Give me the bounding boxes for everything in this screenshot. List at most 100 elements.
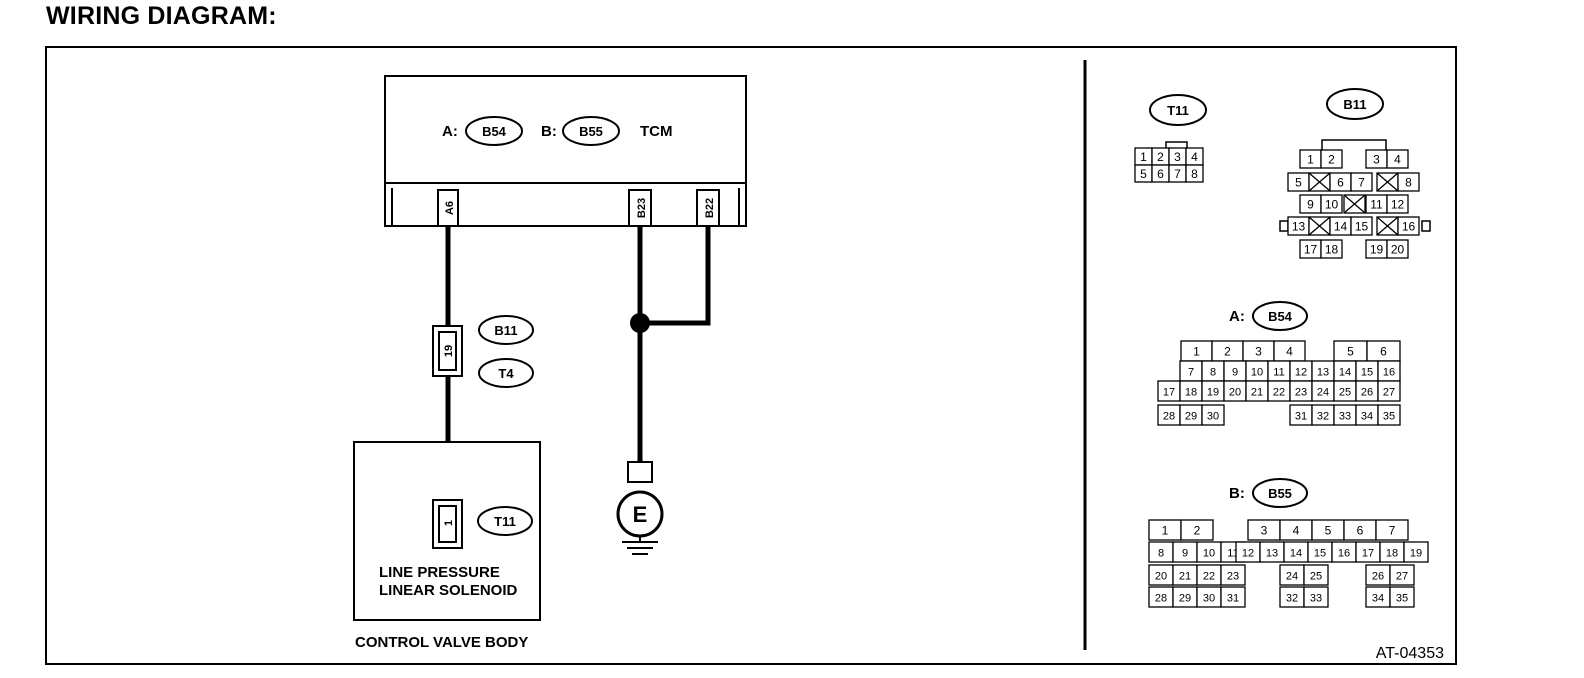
pinout-b55-pin-label: 19 [1410, 548, 1422, 560]
pinout-b55-pin-label: 28 [1155, 593, 1167, 605]
pinout-t11-pin-label: 4 [1191, 150, 1198, 164]
pinout-b11-pin-label: 7 [1358, 176, 1365, 190]
pinout-t11-label: T11 [1167, 103, 1189, 118]
pinout-t11-pin-label: 6 [1157, 167, 1164, 181]
pinout-b55-pin-label: 12 [1242, 548, 1254, 560]
connector-b11-t4-inline: 19 B11 T4 [432, 315, 534, 388]
pinout-b55-pin-label: 4 [1293, 524, 1300, 538]
pinout-b54-pin-label: 22 [1273, 387, 1285, 399]
pinout-b11-cell [1397, 216, 1420, 236]
pinout-b55-pin-label: 26 [1372, 571, 1384, 583]
pinout-b55-pin-label: 31 [1227, 593, 1239, 605]
pinout-b55-cell [1389, 564, 1415, 586]
tcm-prefix-a: A: [442, 123, 458, 140]
pinout-b55-cell [1220, 586, 1246, 608]
pinout-b11-pin-label: 14 [1334, 220, 1348, 234]
connector-b11-badge [478, 315, 534, 345]
pinout-b54-pin-label: 24 [1317, 387, 1329, 399]
pin-b22-label: B22 [704, 198, 716, 218]
pinout-b11-cell [1320, 194, 1343, 214]
t11-pin-label: 1 [443, 520, 455, 526]
pinout-b55-prefix: B: [1229, 485, 1245, 502]
pinout-b54-pin-label: 28 [1163, 411, 1175, 423]
pinout-t11-pin-label: 7 [1174, 167, 1181, 181]
pinout-b11-pin-label: 8 [1405, 176, 1412, 190]
pinout-b55-cell [1303, 564, 1329, 586]
pinout-b55-pin-label: 21 [1179, 571, 1191, 583]
pin-a6-label: A6 [444, 201, 456, 215]
pinout-b55-pin-label: 20 [1155, 571, 1167, 583]
pinout-b54-pin-label: 35 [1383, 411, 1395, 423]
pinout-b55-pin-label: 33 [1310, 593, 1322, 605]
pinout-b54-pin-label: 31 [1295, 411, 1307, 423]
solenoid-label-line2: LINEAR SOLENOID [379, 582, 518, 599]
pinout-b54-pin-label: 27 [1383, 387, 1395, 399]
pinout-b11-badge [1326, 88, 1384, 120]
figure-code: AT-04353 [1376, 645, 1444, 662]
pinout-b54-badge [1252, 301, 1308, 331]
pinout-b11-pin-label: 15 [1355, 220, 1369, 234]
pinout-t11-pin-label: 8 [1191, 167, 1198, 181]
pinout-b54-pin-label: 12 [1295, 367, 1307, 379]
pinout-b55-cell [1375, 519, 1409, 541]
ground-label: E [633, 502, 648, 527]
wire-junction [630, 313, 650, 333]
pinout-b11-blank-cross [1308, 216, 1331, 236]
pinout-b54-pin-label: 26 [1361, 387, 1373, 399]
control-valve-body-label: CONTROL VALVE BODY [355, 634, 528, 651]
pinout-b54-pin-label: 2 [1224, 345, 1231, 359]
wire-b22 [640, 226, 711, 326]
pinout-b55-pin-label: 11 [1227, 548, 1238, 560]
pinout-b11-pin-label: 13 [1292, 220, 1306, 234]
pinout-t11-pin-label: 2 [1157, 150, 1164, 164]
pinout-b11-pin-label: 18 [1325, 243, 1339, 257]
pinout-b11-pin-label: 9 [1307, 198, 1314, 212]
pinout-t11-cell [1185, 164, 1204, 183]
pinout-b54-pin-label: 23 [1295, 387, 1307, 399]
pinout-b54-pin-label: 19 [1207, 387, 1219, 399]
pinout-b55-pin-label: 17 [1362, 548, 1374, 560]
pinout-b11-pin-label: 1 [1307, 153, 1314, 167]
pinout-b55-pin-label: 13 [1266, 548, 1278, 560]
connector-b55-label: B55 [579, 124, 603, 139]
pinout-b55-cell [1389, 586, 1415, 608]
pinout-b11-pin-label: 11 [1370, 198, 1383, 212]
pinout-b54-pin-label: 30 [1207, 411, 1219, 423]
pinout-t11-pin-label: 1 [1140, 150, 1147, 164]
pinout-b11-pin-label: 3 [1373, 153, 1380, 167]
pinout-b11-pin-label: 19 [1370, 243, 1384, 257]
pinout-b54-pin-label: 8 [1210, 367, 1216, 379]
pinout-b11-pin-label: 10 [1325, 198, 1339, 212]
pinout-b54-pin-label: 34 [1361, 411, 1373, 423]
connector-t4-badge [478, 358, 534, 388]
pinout-b55-pin-label: 6 [1357, 524, 1364, 538]
pinout-t11-pin-label: 3 [1174, 150, 1181, 164]
tcm-prefix-b: B: [541, 123, 557, 140]
pinout-b11-cell [1386, 149, 1409, 169]
pinout-b11-label: B11 [1343, 97, 1366, 112]
pinout-b11-cell [1386, 239, 1409, 259]
pinout-b54-pin-label: 9 [1232, 367, 1238, 379]
pinout-b55-pin-label: 23 [1227, 571, 1239, 583]
pinout-b55-pin-label: 18 [1386, 548, 1398, 560]
pinout-b55-pin-label: 10 [1203, 548, 1215, 560]
pinout-b55-pin-label: 16 [1338, 548, 1350, 560]
pinout-b54-pin-label: 29 [1185, 411, 1197, 423]
connector-t11-badge [477, 506, 533, 536]
page-title: WIRING DIAGRAM: [46, 2, 277, 30]
pinout-b54-pin-label: 1 [1193, 345, 1200, 359]
pinout-b11-pin-label: 2 [1328, 153, 1335, 167]
pinout-b54-pin-label: 32 [1317, 411, 1329, 423]
pinout-b54-pin-label: 14 [1339, 367, 1351, 379]
pinout-b11-pin-label: 5 [1295, 176, 1302, 190]
pinout-b55-pin-label: 9 [1182, 548, 1188, 560]
connector-b54-badge [465, 116, 523, 146]
pinout-b11-cell [1386, 194, 1409, 214]
pinout-b11-cell [1320, 239, 1343, 259]
pinout-t11-pin-label: 5 [1140, 167, 1147, 181]
pinout-b55-pin-label: 30 [1203, 593, 1215, 605]
pinout-b54-pin-label: 21 [1251, 387, 1263, 399]
